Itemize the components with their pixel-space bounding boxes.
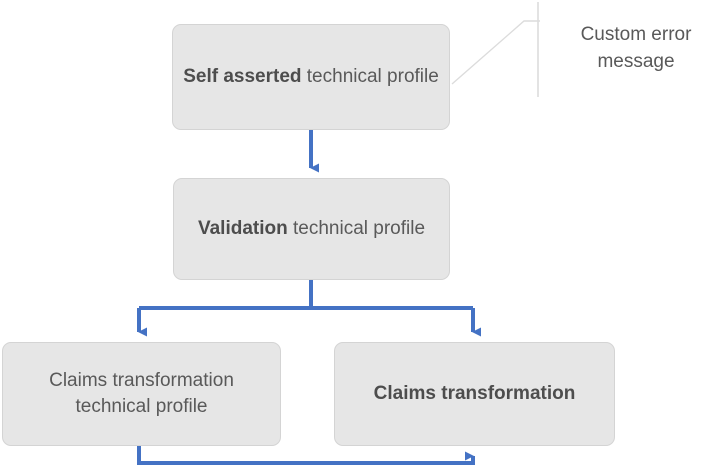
edge-claims-tp-to-claims-transformation [137, 446, 475, 465]
callout-line-1: Custom error [580, 24, 692, 45]
node-claims-transformation[interactable]: Claims transformation [334, 342, 615, 446]
node-claims-transformation-bold-text: Claims transformation [373, 382, 576, 404]
callout-custom-error-message: Custom error message [556, 22, 716, 76]
edge-validation-branch [137, 280, 481, 337]
node-validation-label: Validation technical profile [184, 216, 439, 242]
node-validation-bold-text: Validation [197, 217, 288, 239]
callout-leader-line [451, 2, 540, 97]
node-self-asserted-technical-profile[interactable]: Self asserted technical profile [172, 24, 450, 130]
node-validation-technical-profile[interactable]: Validation technical profile [173, 178, 450, 280]
node-claims-transformation-label: Claims transformation [345, 381, 604, 407]
callout-line-2: message [597, 50, 675, 72]
node-self-asserted-label: Self asserted technical profile [183, 64, 439, 90]
node-claims-transformation-technical-profile[interactable]: Claims transformation technical profile [2, 342, 281, 446]
node-claims-transformation-tp-label: Claims transformation technical profile [49, 369, 234, 417]
node-validation-rest-text: technical profile [287, 217, 426, 239]
node-self-asserted-bold-text: Self asserted [183, 65, 302, 87]
node-self-asserted-rest-text: technical profile [301, 65, 439, 87]
